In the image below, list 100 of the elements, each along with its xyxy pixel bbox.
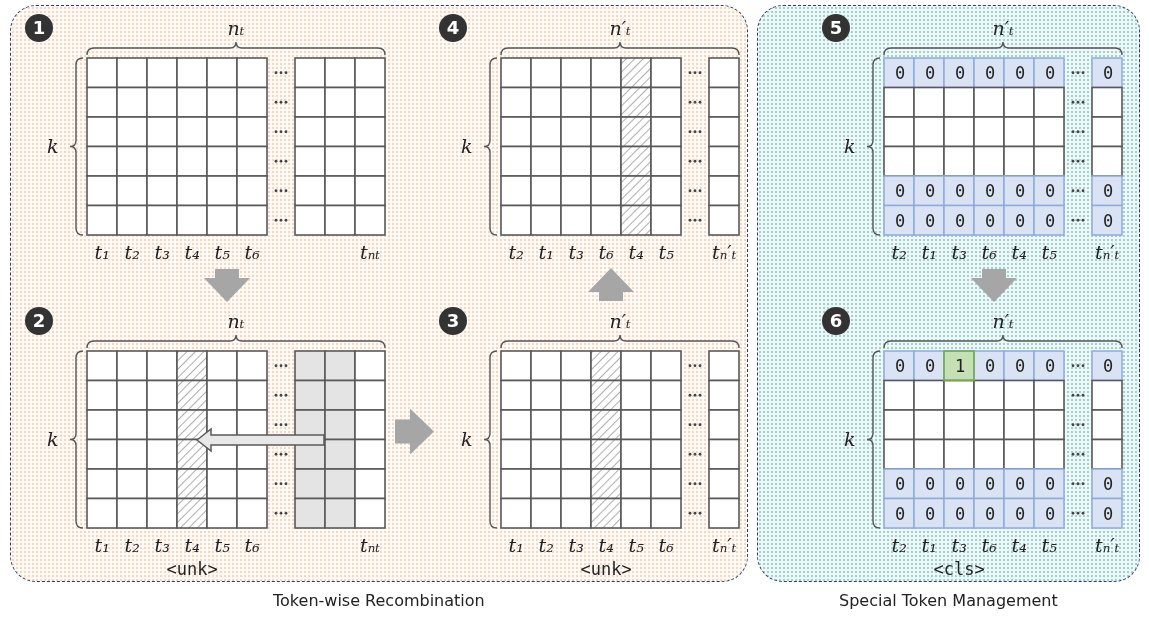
column-label: t₂	[508, 242, 524, 262]
column-label: t₆	[598, 242, 614, 262]
column-label: t₁	[921, 242, 937, 262]
step-badge: 5	[822, 14, 850, 42]
cell-value: 0	[955, 212, 966, 230]
cell-value: 0	[1015, 212, 1026, 230]
column-label: t₅	[1041, 535, 1057, 555]
column-label: t₆	[658, 535, 674, 555]
cell-value: 0	[1045, 183, 1056, 201]
column-label: t₃	[951, 242, 967, 262]
dimension-label: n′ₜ	[609, 311, 631, 331]
column-label: t₂	[124, 242, 140, 262]
column-label: t₄	[184, 242, 200, 262]
cell-value: 0	[1103, 212, 1114, 230]
column-label: tₙ′ₜ	[712, 242, 737, 262]
dimension-label: nₜ	[227, 18, 245, 38]
dimension-label: k	[461, 137, 473, 156]
column-label: t₅	[628, 535, 644, 555]
cell-value: 0	[895, 358, 906, 376]
cell-value: 0	[1045, 65, 1056, 83]
cell-value: 0	[985, 505, 996, 523]
token-label: <unk>	[166, 560, 218, 578]
cell-value: 0	[955, 183, 966, 201]
column-label: t₂	[891, 242, 907, 262]
column-label: tₙ′ₜ	[712, 535, 737, 555]
cell-value: 0	[1015, 65, 1026, 83]
column-label: t₁	[921, 535, 937, 555]
cell-value: 0	[1015, 183, 1026, 201]
cell-value: 0	[925, 358, 936, 376]
cell-value: 1	[955, 358, 966, 376]
panel-background	[757, 5, 1140, 582]
cell-value: 0	[925, 65, 936, 83]
step-badge: 1	[25, 14, 53, 42]
column-label: t₁	[538, 242, 554, 262]
column-label: t₃	[568, 242, 584, 262]
cell-value: 0	[985, 358, 996, 376]
column-label: t₄	[628, 242, 644, 262]
token-label: <cls>	[933, 560, 985, 578]
cell-value: 0	[1103, 505, 1114, 523]
block-arrow	[971, 269, 1017, 302]
panel-title: Token-wise Recombination	[273, 593, 485, 609]
block-arrow	[204, 269, 250, 302]
dimension-label: k	[47, 430, 59, 449]
column-label: tₙ′ₜ	[1095, 242, 1120, 262]
token-label: <unk>	[580, 560, 632, 578]
cell-value: 0	[895, 505, 906, 523]
cell-value: 0	[1103, 183, 1114, 201]
step-badge: 4	[439, 14, 467, 42]
cell-value: 0	[1103, 358, 1114, 376]
column-label: t₁	[508, 535, 524, 555]
step-badge: 2	[25, 307, 53, 335]
step-badge: 6	[822, 307, 850, 335]
dimension-label: k	[47, 137, 59, 156]
column-label: t₄	[598, 535, 614, 555]
column-label: t₄	[1011, 242, 1027, 262]
cell-value: 0	[1045, 505, 1056, 523]
dimension-label: k	[461, 430, 473, 449]
column-label: t₆	[244, 535, 260, 555]
cell-value: 0	[895, 65, 906, 83]
column-label: t₆	[244, 242, 260, 262]
cell-value: 0	[925, 476, 936, 494]
column-label: t₆	[981, 242, 997, 262]
column-label: t₅	[214, 535, 230, 555]
column-label: t₅	[1041, 242, 1057, 262]
cell-value: 0	[1045, 476, 1056, 494]
cell-value: 0	[925, 505, 936, 523]
column-label: tₙ′ₜ	[1095, 535, 1120, 555]
column-label: tₙₜ	[360, 242, 381, 262]
column-label: t₄	[1011, 535, 1027, 555]
column-label: t₁	[94, 242, 110, 262]
dimension-label: k	[844, 137, 856, 156]
block-arrow	[395, 408, 434, 455]
column-label: t₂	[538, 535, 554, 555]
cell-value: 0	[1103, 476, 1114, 494]
cell-value: 0	[895, 476, 906, 494]
column-label: t₃	[154, 535, 170, 555]
panel-background	[10, 5, 748, 582]
cell-value: 0	[925, 212, 936, 230]
cell-value: 0	[985, 212, 996, 230]
cell-value: 0	[1015, 476, 1026, 494]
cell-value: 0	[955, 476, 966, 494]
column-label: t₆	[981, 535, 997, 555]
column-label: t₃	[568, 535, 584, 555]
dimension-label: n′ₜ	[609, 18, 631, 38]
panel-title: Special Token Management	[839, 593, 1058, 609]
cell-value: 0	[895, 212, 906, 230]
dimension-label: n′ₜ	[992, 18, 1014, 38]
cell-value: 0	[985, 65, 996, 83]
cell-value: 0	[1045, 358, 1056, 376]
dimension-label: k	[844, 430, 856, 449]
column-label: t₂	[891, 535, 907, 555]
column-label: t₄	[184, 535, 200, 555]
cell-value: 0	[895, 183, 906, 201]
column-label: t₃	[951, 535, 967, 555]
step-badge: 3	[439, 307, 467, 335]
column-label: t₂	[124, 535, 140, 555]
column-label: t₅	[214, 242, 230, 262]
column-label: t₅	[658, 242, 674, 262]
column-label: t₁	[94, 535, 110, 555]
cell-value: 0	[1015, 358, 1026, 376]
